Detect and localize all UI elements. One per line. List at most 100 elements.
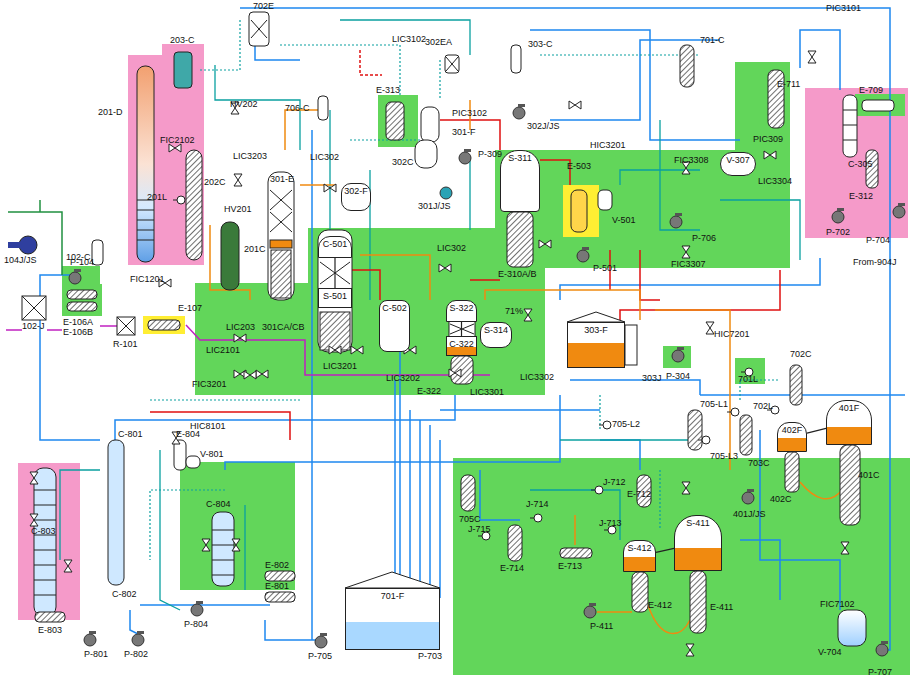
pipe-red bbox=[540, 160, 570, 185]
heat-exchanger bbox=[740, 415, 752, 455]
tag-label: From-904J bbox=[853, 258, 897, 267]
heat-exchanger bbox=[632, 572, 648, 612]
pipe-magenta bbox=[6, 325, 490, 375]
heat-exchanger bbox=[866, 150, 878, 188]
tag-label: P-801 bbox=[84, 650, 108, 659]
column bbox=[221, 222, 239, 290]
tag-label: 303-C bbox=[528, 40, 553, 49]
tag-label: E-803 bbox=[38, 626, 62, 635]
vessel-node: S-411 bbox=[674, 515, 722, 571]
tag-label: 201-D bbox=[98, 108, 123, 117]
tag-label: 302EA bbox=[425, 38, 452, 47]
equipment-tag: 303-F bbox=[584, 326, 608, 335]
vessel bbox=[117, 317, 135, 335]
pink-area bbox=[18, 463, 80, 620]
tag-label: P-705 bbox=[308, 652, 332, 661]
tag-label: P-804 bbox=[184, 620, 208, 629]
vessel-node: C-322 bbox=[446, 336, 477, 356]
tag-label: 201C bbox=[244, 245, 266, 254]
pump-symbol bbox=[132, 631, 144, 646]
pump-symbol bbox=[584, 603, 596, 618]
valve-symbol bbox=[539, 240, 551, 248]
tag-label: P-501 bbox=[593, 264, 617, 273]
heat-exchanger bbox=[186, 456, 200, 468]
tag-label: 301CA/CB bbox=[262, 323, 305, 332]
column bbox=[843, 95, 857, 157]
tag-label: 303J bbox=[642, 374, 662, 383]
pipe-teal bbox=[60, 20, 800, 610]
valve-symbol bbox=[202, 539, 210, 551]
pipe-connector bbox=[334, 258, 335, 288]
pipe-blue bbox=[570, 380, 700, 395]
heat-exchanger bbox=[148, 320, 180, 330]
tag-label: E-411 bbox=[710, 603, 733, 612]
tag-label: C-801 bbox=[118, 430, 143, 439]
tag-label: 701-C bbox=[700, 36, 725, 45]
column bbox=[34, 565, 56, 566]
tag-label: P-707 bbox=[868, 668, 892, 677]
green-area bbox=[735, 62, 790, 152]
heat-exchanger bbox=[785, 452, 799, 492]
pipe-blue bbox=[140, 604, 270, 606]
tag-label: FIC3308 bbox=[674, 156, 709, 165]
tag-label: LIC3301 bbox=[470, 388, 504, 397]
column bbox=[137, 210, 154, 211]
pump-symbol bbox=[832, 208, 844, 223]
column bbox=[186, 150, 202, 260]
valve-symbol bbox=[234, 334, 246, 342]
tag-label: 703C bbox=[748, 459, 770, 468]
equipment-tag: 302-F bbox=[344, 187, 368, 196]
column bbox=[137, 230, 154, 231]
tag-label: E-711 bbox=[777, 80, 800, 89]
pipe-red bbox=[350, 270, 380, 300]
tag-label: C-804 bbox=[206, 500, 231, 509]
valve-symbol bbox=[351, 346, 363, 354]
pipe-blue bbox=[600, 440, 640, 470]
tag-label: C-305 bbox=[848, 160, 873, 169]
equipment-tag: V-307 bbox=[726, 156, 750, 165]
pipe-dotted bbox=[280, 45, 400, 95]
vessel bbox=[345, 572, 440, 588]
heat-exchanger bbox=[265, 592, 295, 602]
pump-symbol bbox=[577, 247, 589, 262]
vessel-node: S-322 bbox=[446, 300, 477, 322]
tag-label: 201L bbox=[147, 193, 167, 202]
column bbox=[415, 140, 437, 168]
pipe-red bbox=[360, 50, 382, 75]
heat-exchanger bbox=[318, 96, 328, 120]
equipment-tag: S-411 bbox=[686, 519, 709, 528]
pipe-dotted bbox=[350, 139, 420, 140]
tag-label: J-715 bbox=[468, 525, 491, 534]
pipe-dotted bbox=[150, 399, 300, 400]
column bbox=[212, 545, 234, 546]
tag-label: HIC3201 bbox=[590, 141, 626, 150]
column bbox=[108, 440, 124, 585]
pink-area bbox=[805, 88, 908, 238]
pump-symbol bbox=[84, 631, 96, 646]
column bbox=[271, 250, 291, 298]
pipe-red bbox=[620, 270, 780, 330]
pipe-blue bbox=[394, 380, 396, 600]
tag-label: HV201 bbox=[224, 205, 252, 214]
pipe-blue bbox=[740, 540, 780, 600]
pipe-blue bbox=[130, 610, 138, 634]
pipe-connector bbox=[461, 322, 462, 336]
tag-label: 705-L1 bbox=[700, 400, 728, 409]
equipment-tag: 701-F bbox=[381, 592, 405, 601]
pump-symbol bbox=[191, 601, 203, 616]
pump-symbol bbox=[670, 213, 682, 228]
tag-label: C-802 bbox=[112, 590, 137, 599]
heat-exchanger bbox=[249, 12, 269, 46]
tag-label: FIC2102 bbox=[160, 136, 195, 145]
tag-label: E-713 bbox=[558, 562, 582, 571]
valve-symbol bbox=[439, 264, 451, 272]
heat-exchanger bbox=[560, 548, 592, 558]
tag-label: LIC3102 bbox=[392, 35, 426, 44]
valve-symbol bbox=[841, 542, 849, 554]
tag-label: E-322 bbox=[417, 387, 441, 396]
vessel-node: 303-F bbox=[567, 322, 625, 368]
tag-label: LIC203 bbox=[226, 323, 255, 332]
pipe-blue bbox=[265, 620, 320, 640]
